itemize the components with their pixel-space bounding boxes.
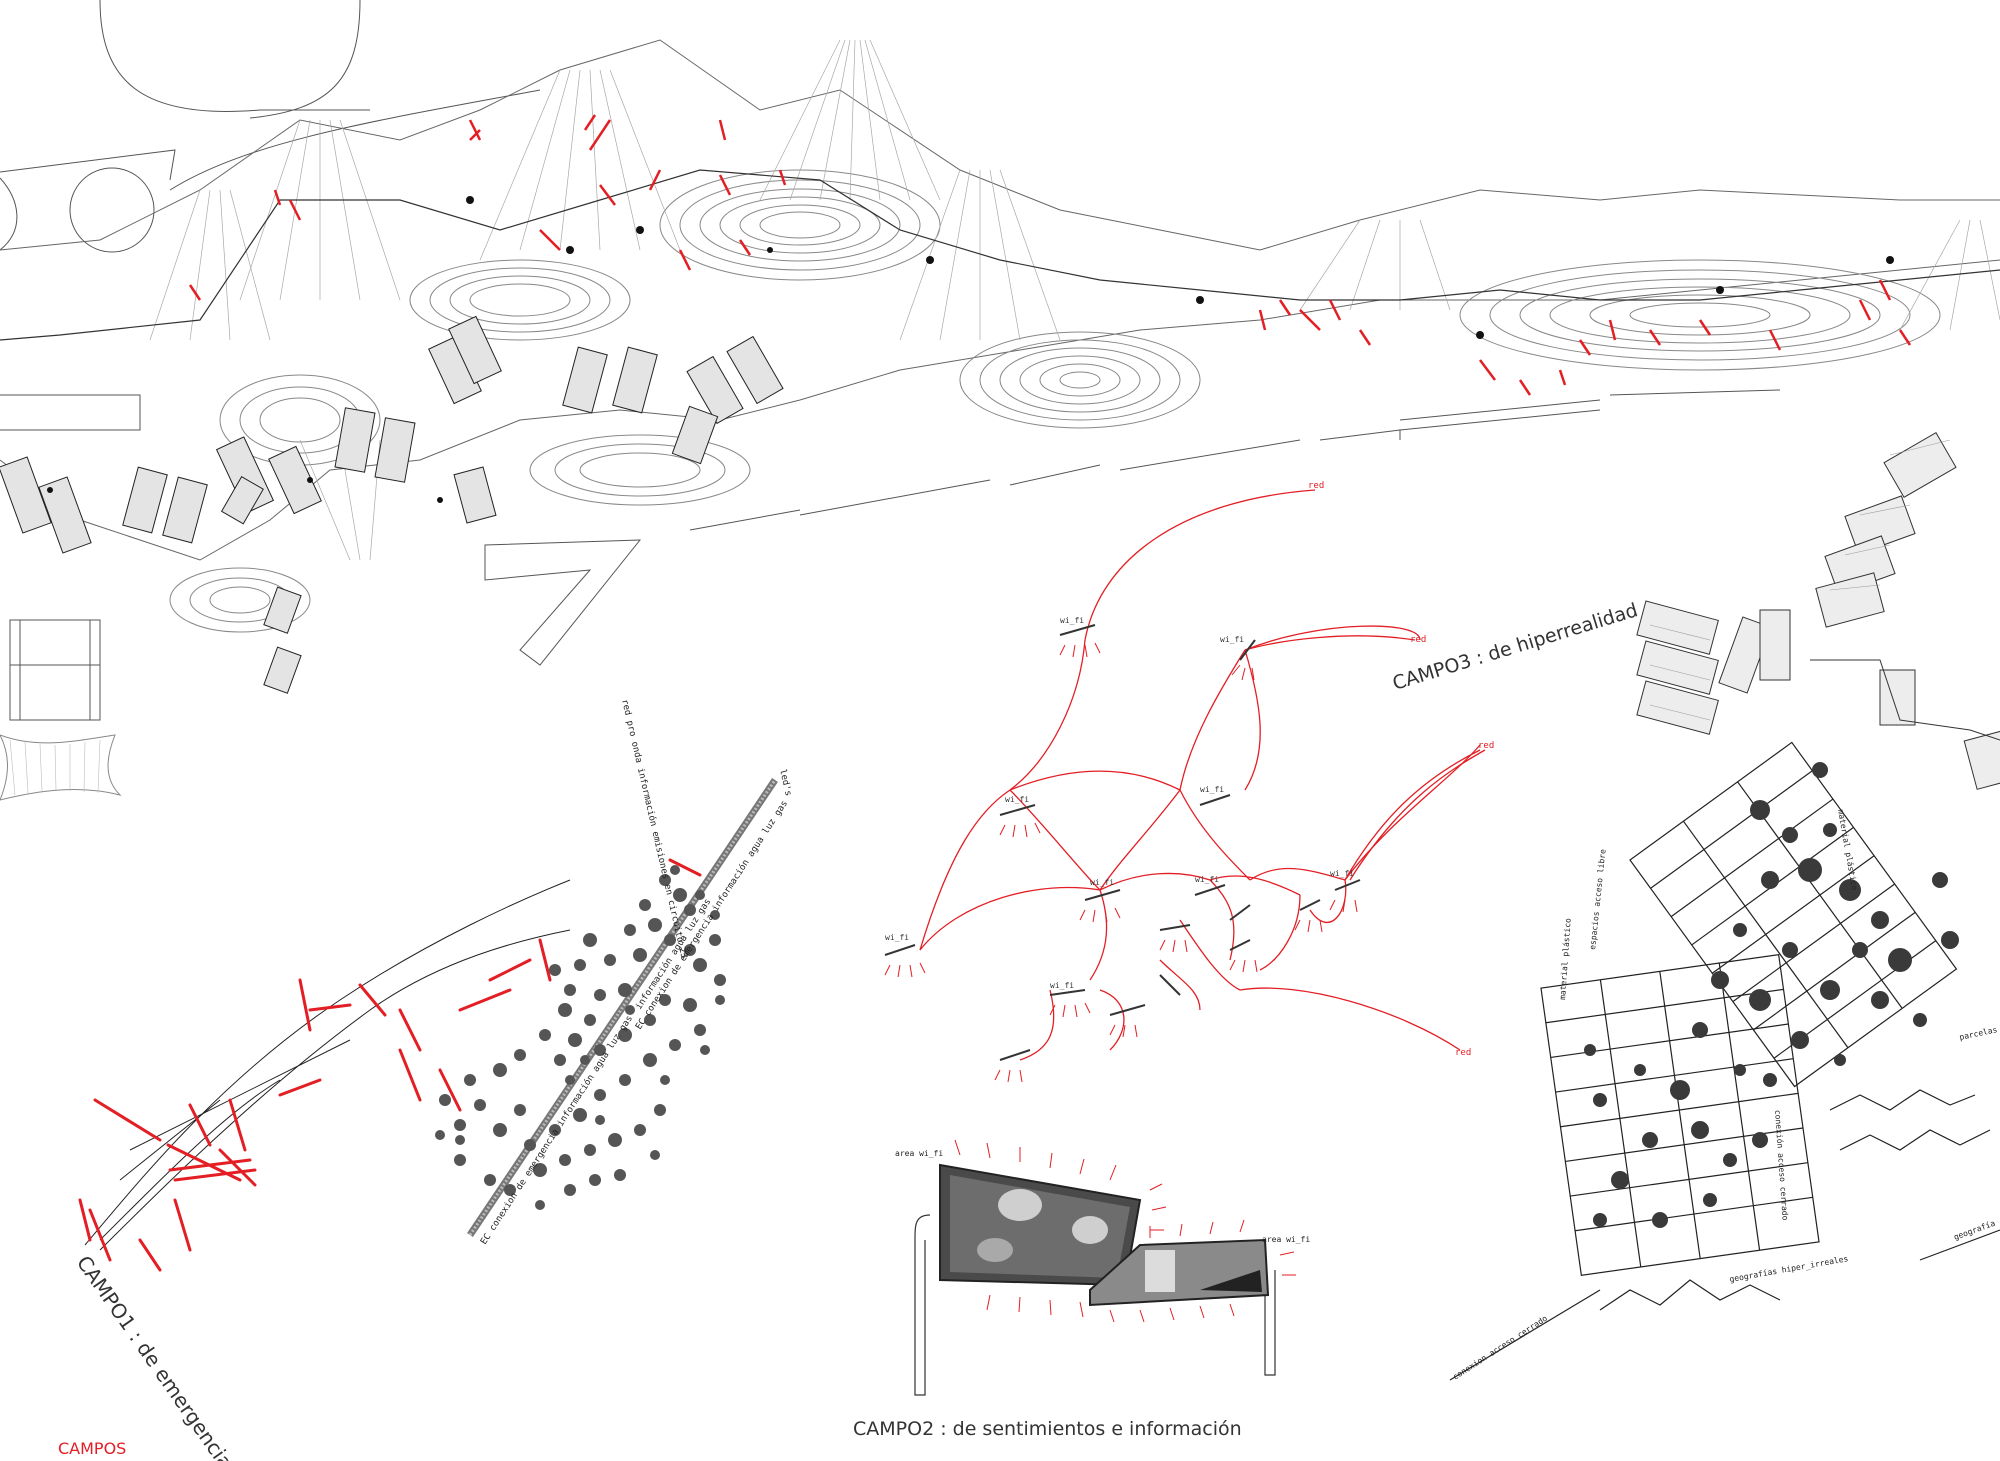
svg-text:wi_fi: wi_fi bbox=[1195, 875, 1219, 884]
billboard-post bbox=[1264, 1270, 1276, 1376]
svg-text:material plástico: material plástico bbox=[1836, 809, 1859, 891]
road-line bbox=[169, 89, 541, 191]
contour-lines bbox=[169, 169, 1941, 633]
svg-text:red: red bbox=[1410, 635, 1426, 645]
svg-text:material plástico: material plástico bbox=[1558, 918, 1573, 1000]
wifi-nodes bbox=[884, 624, 1361, 1061]
central-path bbox=[0, 169, 2000, 341]
canopy bbox=[0, 734, 122, 801]
red-net-labels: red red red red bbox=[1308, 481, 1494, 1058]
roundabout bbox=[69, 167, 155, 253]
svg-text:wi_fi: wi_fi bbox=[1330, 869, 1354, 878]
campo3-parcel-grid-a bbox=[1629, 741, 1958, 1088]
svg-text:wi_fi: wi_fi bbox=[1060, 616, 1084, 625]
campo1-title: CAMPO1 : de emergencia bbox=[72, 1251, 238, 1461]
wifi-network-arcs bbox=[919, 489, 1486, 1061]
tensile-net bbox=[149, 39, 2000, 561]
campo3-parcel-grid-b bbox=[1540, 954, 1820, 1276]
billboard-post bbox=[914, 1214, 931, 1396]
wifi-node-labels: wi_fi wi_fi wi_fi wi_fi wi_fi wi_fi wi_f… bbox=[885, 616, 1354, 990]
billboard-rays bbox=[954, 1139, 1296, 1323]
campo3-title: CAMPO3 : de hiperrealidad bbox=[1390, 599, 1640, 695]
campo1-dot-cloud bbox=[435, 865, 726, 1210]
campo3-strip-modules bbox=[1636, 431, 2000, 790]
campo2-title: CAMPO2 : de sentimientos e información bbox=[853, 1418, 1242, 1440]
svg-text:red: red bbox=[1308, 481, 1324, 491]
campo1-red-capsules bbox=[78, 858, 702, 1272]
campo3-geography-lines bbox=[1449, 1089, 2000, 1381]
terrain-boundary bbox=[0, 259, 2000, 561]
area-wifi-label-top: area wi_fi bbox=[895, 1149, 943, 1158]
svg-text:wi_fi: wi_fi bbox=[1090, 878, 1114, 887]
campo1-roads bbox=[84, 879, 571, 1251]
campo1-rail bbox=[467, 778, 778, 1237]
svg-text:geografía ...: geografía ... bbox=[1953, 1212, 2000, 1242]
campo3-field: CAMPO3 : de hiperrealidad bbox=[1390, 431, 2000, 1382]
svg-text:wi_fi: wi_fi bbox=[1220, 635, 1244, 644]
svg-text:geografías hiper_irreales: geografías hiper_irreales bbox=[1729, 1254, 1849, 1284]
svg-text:red: red bbox=[1455, 1048, 1471, 1058]
wifi-node-rays bbox=[884, 642, 1358, 1083]
svg-text:wi_fi: wi_fi bbox=[1050, 981, 1074, 990]
svg-text:wi_fi: wi_fi bbox=[885, 933, 909, 942]
building-outlines bbox=[0, 389, 1781, 721]
road-curve bbox=[249, 0, 361, 119]
black-markers bbox=[47, 196, 1894, 503]
svg-text:espacios acceso libre: espacios acceso libre bbox=[1588, 848, 1608, 950]
area-wifi-label-right: area wi_fi bbox=[1262, 1235, 1310, 1244]
svg-text:wi_fi: wi_fi bbox=[1005, 795, 1029, 804]
module-blocks bbox=[0, 315, 784, 694]
road-line bbox=[0, 149, 176, 181]
road-line bbox=[0, 177, 18, 251]
campo3-labels: material plástico material plástico espa… bbox=[1451, 809, 2000, 1382]
campo3-connector bbox=[1810, 659, 2000, 741]
master-plan bbox=[0, 0, 2000, 801]
campo1-field: red pro onda información emisiones en ci… bbox=[72, 698, 793, 1461]
campo2-field: wi_fi wi_fi wi_fi wi_fi wi_fi wi_fi wi_f… bbox=[853, 481, 1494, 1440]
svg-text:conexion acceso cerrado: conexion acceso cerrado bbox=[1451, 1314, 1549, 1382]
campo3-strip-hatch bbox=[1649, 439, 1951, 721]
svg-text:wi_fi: wi_fi bbox=[1200, 785, 1224, 794]
road-curve bbox=[99, 0, 370, 112]
svg-text:red: red bbox=[1478, 741, 1494, 751]
canopy-hatch bbox=[9, 739, 101, 796]
svg-text:parcelas cerrado: parcelas cerrado bbox=[1959, 1017, 2000, 1042]
campo3-parcel-texture bbox=[1584, 762, 1959, 1228]
billboard-screens: area wi_fi area wi_fi bbox=[895, 1139, 1310, 1396]
red-markers bbox=[188, 114, 1912, 396]
rail-tag-label: led's bbox=[777, 768, 793, 797]
campos-heading: CAMPOS bbox=[58, 1439, 126, 1458]
